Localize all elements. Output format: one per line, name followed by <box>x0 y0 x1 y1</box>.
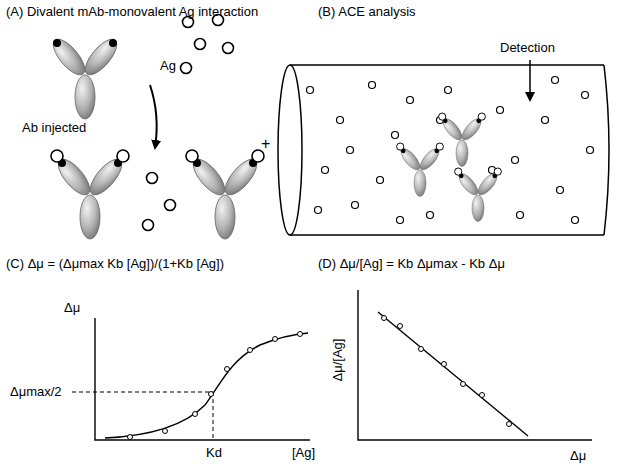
free-antigen <box>143 173 176 231</box>
antibody-label: Ab injected <box>22 120 86 136</box>
antigen-dot <box>572 217 579 224</box>
regression-line <box>378 312 528 436</box>
equation: (C) Δμ = (Δμmax Kb [Ag])/(1+Kb [Ag]) <box>6 256 224 272</box>
detection-arrow <box>529 60 531 100</box>
antigen-dot <box>337 117 344 124</box>
antigen-dot <box>322 167 329 174</box>
axis-label: Δμ/[Ag] <box>330 339 346 382</box>
antigen-dot <box>347 147 354 154</box>
detection-label: Detection <box>500 40 555 56</box>
binding-curve-axes <box>95 318 310 440</box>
antigen-dot <box>307 87 314 94</box>
axis-label: Δμ <box>570 448 586 464</box>
reaction-arrow <box>150 85 157 148</box>
antigen-label: Ag <box>160 58 176 74</box>
axis-tick-label: Δμmax/2 <box>10 384 62 400</box>
antigen-dot <box>369 82 376 89</box>
axis-label: [Ag] <box>292 445 315 461</box>
complexes <box>51 150 264 239</box>
antigen-dot <box>407 97 414 104</box>
capillary-tube <box>278 65 609 235</box>
antigen-dot <box>552 77 559 84</box>
antigen-dot <box>517 212 524 219</box>
antigen-circles <box>181 15 234 74</box>
panel-title: (B) ACE analysis <box>318 4 416 20</box>
antigen-dot <box>557 187 564 194</box>
axis-tick-label: Kd <box>206 445 222 461</box>
moving-complexes <box>397 113 502 221</box>
antigen-in-buffer <box>307 77 594 224</box>
antigen-dot <box>352 202 359 209</box>
antigen-dot <box>582 92 589 99</box>
antigen-dot <box>315 207 322 214</box>
equation: (D) Δμ/[Ag] = Kb Δμmax - Kb Δμ <box>318 256 505 272</box>
antigen-dot <box>512 157 519 164</box>
data-points <box>128 332 303 440</box>
antigen-dot <box>392 132 399 139</box>
scatchard-axes <box>358 290 592 440</box>
antigen-dot <box>397 217 404 224</box>
free-antibody <box>48 34 122 119</box>
polarity-sign: + <box>261 136 270 152</box>
scatchard-points <box>382 316 512 427</box>
antigen-dot <box>542 117 549 124</box>
antigen-dot <box>587 147 594 154</box>
antigen-dot <box>445 87 452 94</box>
axis-label: Δμ <box>64 300 80 316</box>
saturation-curve <box>105 333 308 438</box>
panel-title: (A) Divalent mAb-monovalent Ag interacti… <box>6 4 258 20</box>
antigen-dot <box>497 107 504 114</box>
antigen-dot <box>377 177 384 184</box>
antigen-dot <box>427 212 434 219</box>
